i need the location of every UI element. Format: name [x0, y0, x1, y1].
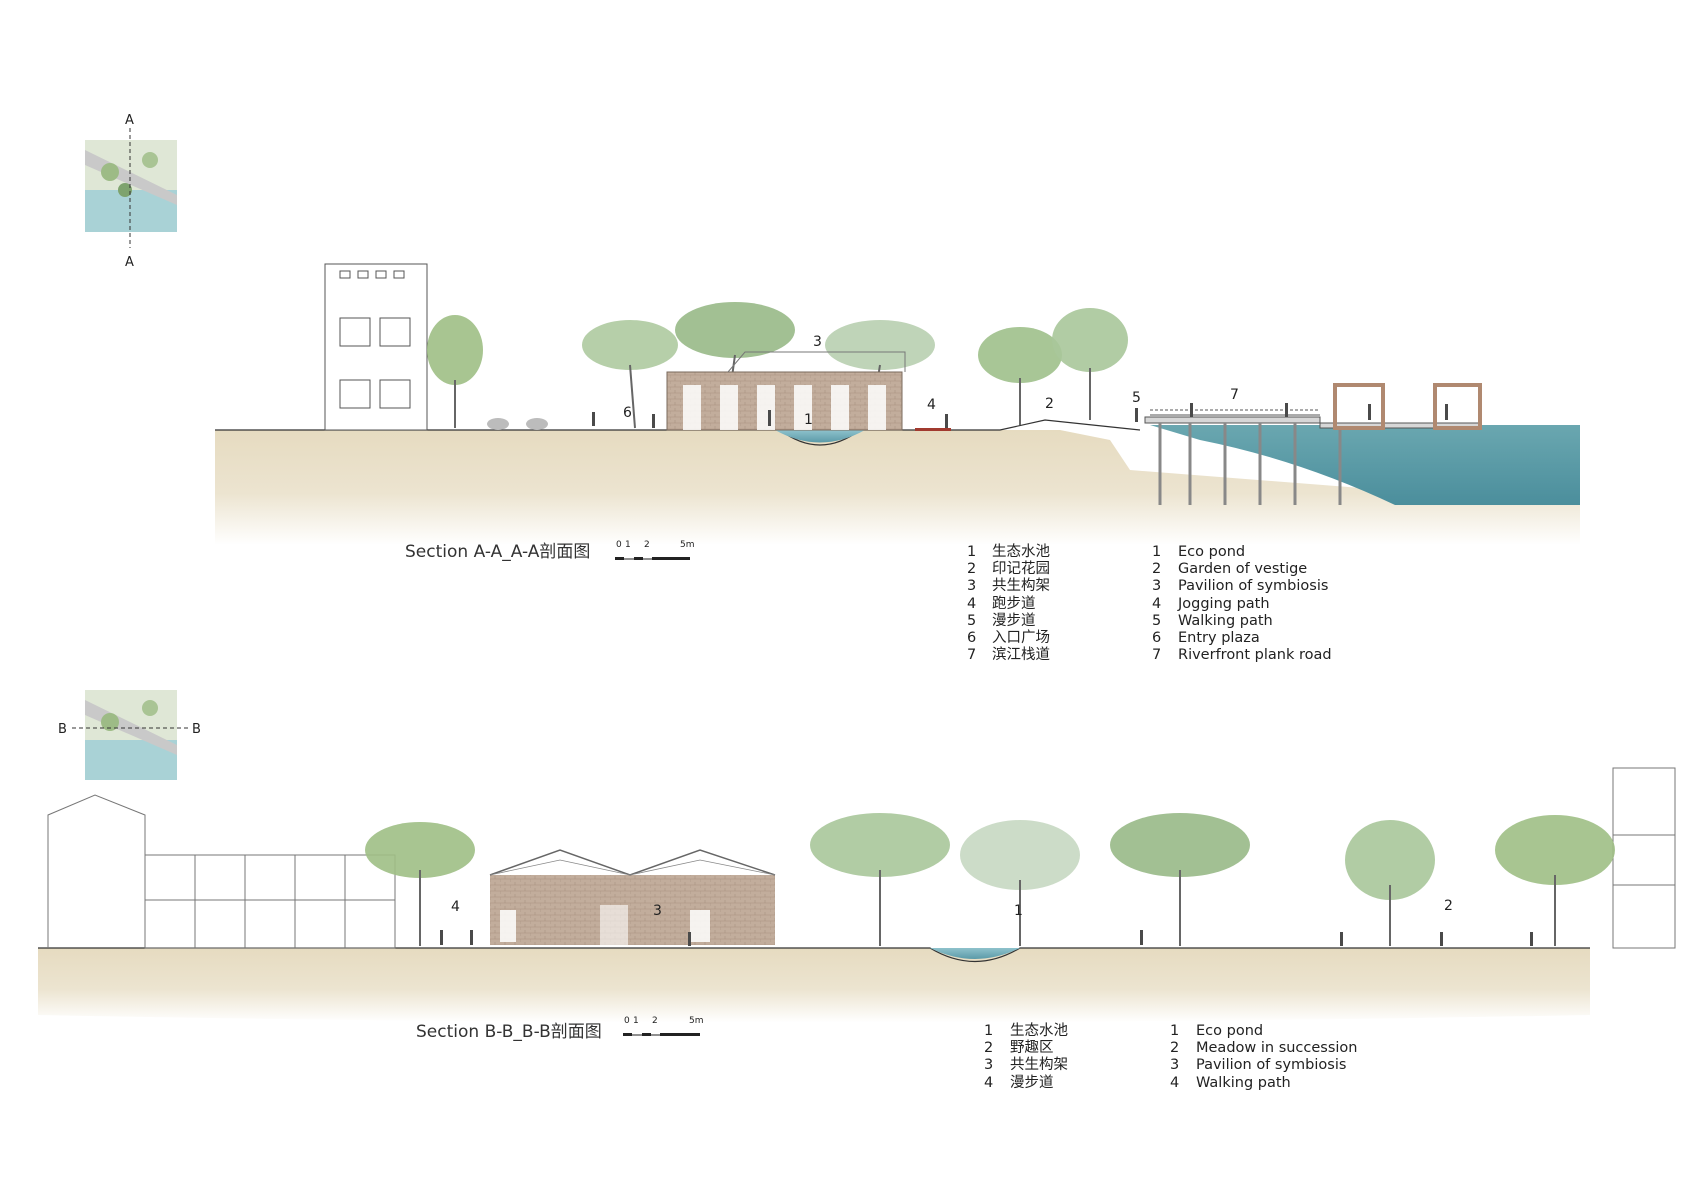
- scale-bar-b: 0 1 2 5m: [623, 1016, 704, 1036]
- section-b-title: Section B-B_B-B剖面图: [416, 1022, 602, 1042]
- legend-b-num-1: 1: [984, 1023, 994, 1039]
- legend-b-num-2: 2: [984, 1040, 994, 1057]
- legend-a-en-7: Riverfront plank road: [1178, 647, 1332, 664]
- legend-a-num-2: 2: [967, 561, 977, 578]
- legend-b-num-4: 4: [984, 1074, 994, 1091]
- scale-a-tick-1: 1: [625, 540, 631, 550]
- scale-b-tick-2: 2: [652, 1016, 658, 1026]
- legend-b-english: Eco pond Meadow in succession Pavilion o…: [1196, 1023, 1416, 1092]
- legend-b-en-num-1: 1: [1170, 1023, 1180, 1039]
- key-a-top-letter: A: [125, 113, 134, 128]
- key-b-left-letter: B: [58, 722, 67, 737]
- legend-a-en-num-7: 7: [1152, 647, 1162, 664]
- legend-a-num-1: 1: [967, 544, 977, 560]
- legend-b-en-2: Meadow in succession: [1196, 1040, 1358, 1057]
- legend-a-num-6: 6: [967, 629, 977, 646]
- scale-b-tick-1: 1: [633, 1016, 639, 1026]
- section-b-drawing: [38, 767, 1676, 1023]
- section-a-title: Section A-A_A-A剖面图: [405, 542, 591, 562]
- legend-a-en-6: Entry plaza: [1178, 629, 1260, 646]
- section-a-drawing: [215, 263, 1580, 545]
- pavilion-b: [489, 849, 776, 945]
- legend-a-cn-5: 漫步道: [992, 612, 1036, 629]
- eco-pond-b: [930, 948, 1020, 959]
- scale-a-tick-0: 0: [616, 540, 622, 550]
- legend-a-cn-1: 生态水池: [992, 544, 1050, 560]
- marker-a-1: 1: [804, 412, 813, 428]
- legend-a-en-num-4: 4: [1152, 595, 1162, 612]
- legend-b-numbers-en: 1 2 3 4: [1170, 1023, 1204, 1092]
- legend-a-chinese: 生态水池 印记花园 共生构架 跑步道 漫步道 入口广场 滨江栈道: [992, 544, 1112, 664]
- key-map-a: [85, 128, 177, 248]
- legend-a-english: Eco pond Garden of vestige Pavilion of s…: [1178, 544, 1398, 664]
- marker-b-1: 1: [1014, 903, 1023, 919]
- legend-a-en-5: Walking path: [1178, 612, 1273, 629]
- legend-a-cn-7: 滨江栈道: [992, 647, 1050, 664]
- legend-a-en-4: Jogging path: [1178, 595, 1270, 612]
- left-building-a: [324, 263, 428, 431]
- legend-b-en-num-2: 2: [1170, 1040, 1180, 1057]
- eco-pond-a: [775, 430, 865, 443]
- legend-b-num-3: 3: [984, 1057, 994, 1074]
- legend-a-cn-3: 共生构架: [992, 578, 1050, 595]
- pavilion-a: [666, 351, 906, 431]
- legend-a-num-3: 3: [967, 578, 977, 595]
- legend-a-en-2: Garden of vestige: [1178, 561, 1308, 578]
- legend-a-en-num-6: 6: [1152, 629, 1162, 646]
- marker-a-2: 2: [1045, 396, 1054, 412]
- marker-b-4: 4: [451, 899, 460, 915]
- marker-b-2: 2: [1444, 898, 1453, 914]
- marker-a-3: 3: [813, 334, 822, 350]
- key-map-b: [72, 690, 190, 780]
- legend-b-en-num-3: 3: [1170, 1057, 1180, 1074]
- legend-a-en-num-2: 2: [1152, 561, 1162, 578]
- legend-b-en-num-4: 4: [1170, 1074, 1180, 1091]
- left-house-b: [47, 794, 396, 949]
- marker-a-5: 5: [1132, 390, 1141, 406]
- marker-a-7: 7: [1230, 387, 1239, 403]
- legend-b-cn-1: 生态水池: [1010, 1023, 1068, 1039]
- legend-b-en-1: Eco pond: [1196, 1023, 1264, 1039]
- people-b: [440, 930, 1533, 946]
- legend-b-en-4: Walking path: [1196, 1074, 1291, 1091]
- legend-a-en-num-5: 5: [1152, 612, 1162, 629]
- legend-b-cn-4: 漫步道: [1010, 1074, 1054, 1091]
- legend-b-chinese: 生态水池 野趣区 共生构架 漫步道: [1010, 1023, 1130, 1092]
- riverfront-plank-road-a: [1144, 383, 1482, 505]
- legend-b-cn-2: 野趣区: [1010, 1040, 1054, 1057]
- trees-section-a: [427, 302, 1128, 429]
- section-a-markers: 1 2 3 4 5 6 7: [623, 334, 1239, 428]
- legend-a-en-3: Pavilion of symbiosis: [1178, 578, 1329, 595]
- legend-a-num-4: 4: [967, 595, 977, 612]
- legend-a-en-num-1: 1: [1152, 544, 1162, 560]
- legend-a-numbers: 1 2 3 4 5 6 7: [967, 544, 1001, 664]
- legend-b-en-3: Pavilion of symbiosis: [1196, 1057, 1347, 1074]
- legend-a-cn-6: 入口广场: [992, 629, 1050, 646]
- marker-a-4: 4: [927, 397, 936, 413]
- people-a: [592, 403, 1448, 428]
- scale-a-tick-5: 5m: [680, 540, 695, 550]
- legend-a-en-num-3: 3: [1152, 578, 1162, 595]
- scale-a-tick-2: 2: [644, 540, 650, 550]
- trees-section-b: [365, 813, 1615, 946]
- marker-b-3: 3: [653, 903, 662, 919]
- scale-bar-a: 0 1 2 5m: [615, 540, 695, 560]
- legend-a-cn-2: 印记花园: [992, 561, 1050, 578]
- right-tower-b: [1612, 767, 1676, 949]
- legend-a-numbers-en: 1 2 3 4 5 6 7: [1152, 544, 1186, 664]
- scale-b-tick-5: 5m: [689, 1016, 704, 1026]
- legend-a-num-7: 7: [967, 647, 977, 664]
- legend-a-en-1: Eco pond: [1178, 544, 1246, 560]
- marker-a-6: 6: [623, 405, 632, 421]
- scale-b-tick-0: 0: [624, 1016, 630, 1026]
- legend-a-cn-4: 跑步道: [992, 595, 1036, 612]
- legend-a-num-5: 5: [967, 612, 977, 629]
- legend-b-numbers: 1 2 3 4: [984, 1023, 1018, 1092]
- legend-b-cn-3: 共生构架: [1010, 1057, 1068, 1074]
- key-b-right-letter: B: [192, 722, 201, 737]
- section-b-markers: 1 2 3 4: [451, 898, 1453, 919]
- river-water: [1150, 425, 1580, 505]
- key-a-bottom-letter: A: [125, 255, 134, 270]
